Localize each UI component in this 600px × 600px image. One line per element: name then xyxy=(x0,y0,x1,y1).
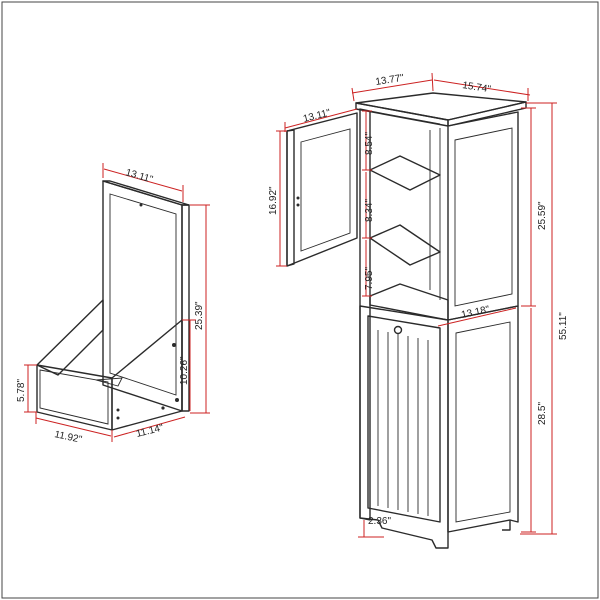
door-edge xyxy=(286,129,295,267)
cabinet-lower-side-inner xyxy=(455,321,511,523)
dim-cabinet-depth: 15.74" xyxy=(462,80,492,95)
hamper-front-panel xyxy=(36,364,113,431)
hamper-back-top-edge xyxy=(102,180,190,206)
dim-upper-height: 25.59" xyxy=(537,201,548,230)
dim-crate-width-top: 13.11" xyxy=(124,167,154,185)
cabinet-lower-side xyxy=(447,305,519,533)
dim-crate-side-height: 10.26" xyxy=(179,356,190,385)
dim-line xyxy=(433,79,531,96)
door-hinge xyxy=(296,196,300,200)
cabinet-side-upper-inner xyxy=(454,127,513,307)
hamper-back-inner xyxy=(109,193,177,396)
hamper-hole xyxy=(116,408,120,412)
dim-total-height: 55.11" xyxy=(558,312,569,340)
dim-shelf-gap-1: 8.54" xyxy=(364,132,375,155)
hamper-hole xyxy=(172,343,176,347)
cabinet-shelf-3 xyxy=(369,283,449,321)
dim-line xyxy=(351,87,355,102)
dim-shelf-gap-2: 8.34" xyxy=(364,199,375,222)
dim-crate-front-height: 5.78" xyxy=(16,379,27,402)
hamper-hole xyxy=(175,398,179,402)
dim-foot-height: 2.36" xyxy=(368,516,391,527)
cabinet-lower-front xyxy=(359,305,449,549)
dim-line xyxy=(284,108,358,129)
cabinet-dimensions: 13.77" 15.74" 13.11" 16.92" 8.54" 8.34" … xyxy=(268,72,569,538)
cabinet-top-side-edge xyxy=(447,101,527,127)
hamper-hole xyxy=(139,203,143,207)
dim-lower-height: 28.5" xyxy=(537,402,548,425)
cabinet-drawing xyxy=(286,92,527,549)
cabinet-shelf-1 xyxy=(369,155,441,191)
dim-crate-front-width: 11.92" xyxy=(53,429,83,446)
door-hinge xyxy=(296,203,300,207)
dim-cabinet-width: 13.77" xyxy=(375,73,405,88)
hamper-left-side xyxy=(36,299,104,376)
dim-line xyxy=(351,79,433,94)
hamper-hole xyxy=(161,406,165,410)
hamper-front-inner xyxy=(39,369,109,425)
cabinet-lower-door xyxy=(367,315,441,523)
cabinet-side-upper xyxy=(447,111,519,321)
dim-line xyxy=(35,417,112,437)
cabinet-shelf-2 xyxy=(369,224,441,266)
hamper-right-side xyxy=(111,319,183,431)
dim-line xyxy=(437,307,517,327)
cabinet-foot xyxy=(502,520,511,531)
hamper-drawing xyxy=(36,180,190,431)
dim-inner-width: 13.18" xyxy=(460,304,491,321)
dim-crate-depth: 11.14" xyxy=(135,422,165,440)
door-inner-panel xyxy=(300,128,351,252)
dim-line xyxy=(113,416,186,438)
hamper-dimensions: 13.11" 25.39" 10.26" 5.78" 11.92" 11.14" xyxy=(16,163,210,446)
hamper-rim-detail xyxy=(95,377,123,387)
dim-line xyxy=(431,72,434,92)
hamper-hole xyxy=(116,416,120,420)
dim-door-width: 13.11" xyxy=(302,107,332,125)
dim-line xyxy=(103,168,183,192)
dim-door-height: 16.92" xyxy=(268,186,279,215)
door-knob xyxy=(393,325,403,335)
cabinet-cavity-top xyxy=(369,110,441,125)
dim-shelf-gap-3: 7.95" xyxy=(364,267,375,290)
dim-crate-height: 25.39" xyxy=(194,301,205,330)
